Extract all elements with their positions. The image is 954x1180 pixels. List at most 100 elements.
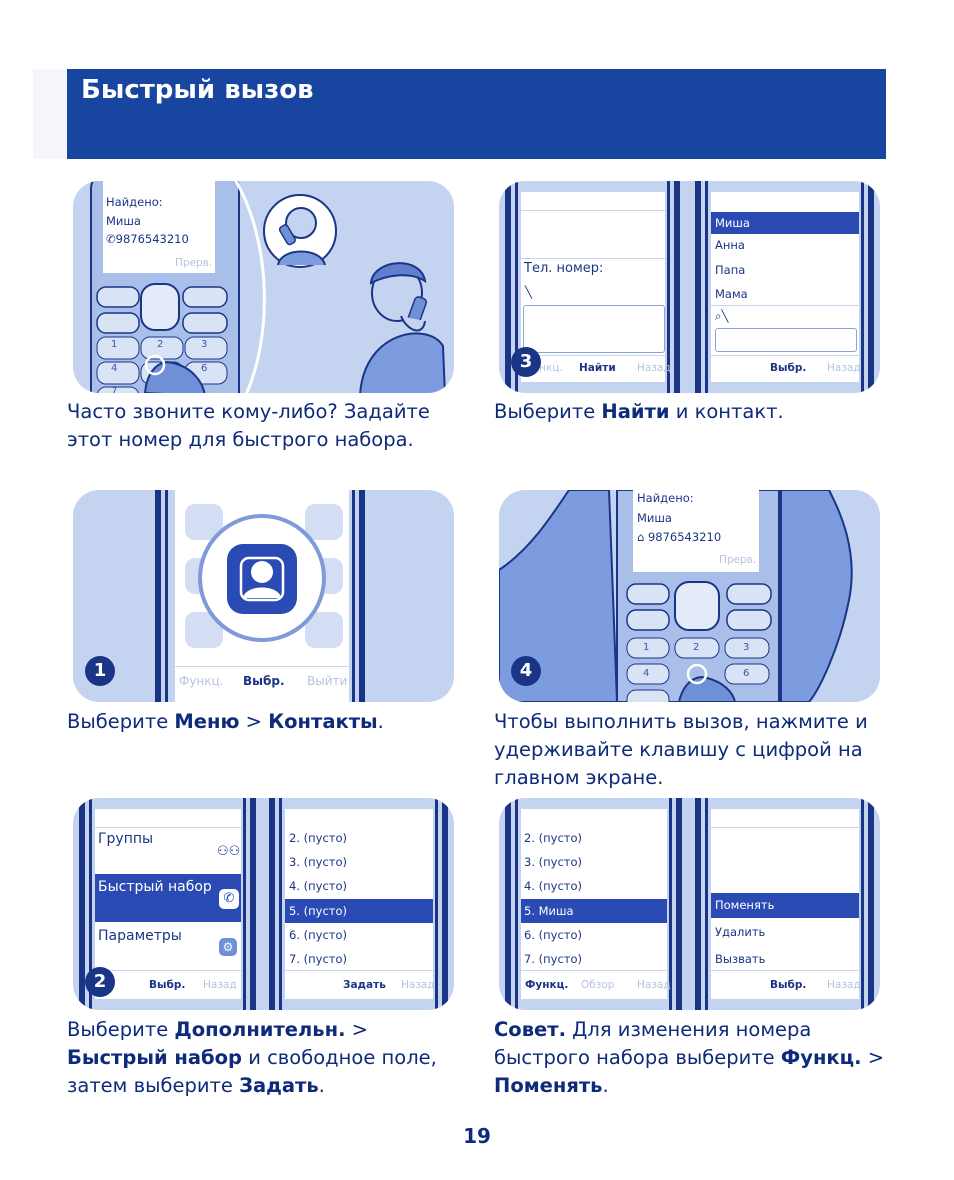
contact-highlight: [711, 212, 859, 234]
key-4: 4: [111, 363, 118, 374]
softkey-select[interactable]: Выбр.: [770, 979, 807, 991]
found-label: Найдено:: [637, 491, 694, 505]
contact-number: ✆9876543210: [106, 232, 189, 246]
slot-item[interactable]: 3. (пусто): [289, 855, 347, 869]
key-2: 2: [157, 339, 164, 350]
phone-screen: [103, 181, 215, 273]
slot-item[interactable]: 3. (пусто): [524, 855, 582, 869]
person-glyph: [239, 556, 285, 602]
key-1: 1: [643, 642, 650, 653]
divider: [521, 258, 665, 259]
intro-illustration: Найдено: Миша ✆9876543210 Прерв. 1 2 3 4…: [73, 181, 454, 393]
slot-item[interactable]: 7. (пусто): [524, 952, 582, 966]
divider: [175, 666, 349, 667]
divider: [521, 210, 665, 211]
option-highlight: [711, 893, 859, 918]
groups-icon: ⚇⚇: [217, 844, 241, 859]
tip-caption: Совет. Для изменения номера быстрого наб…: [494, 1018, 885, 1097]
key-1: 1: [111, 339, 118, 350]
step1-caption: Выберите Меню > Контакты.: [67, 710, 384, 733]
tip-illustration: 2. (пусто) 3. (пусто) 4. (пусто) 5. Миша…: [499, 798, 880, 1010]
key-6: 6: [743, 668, 750, 679]
slot-item[interactable]: 2. (пусто): [289, 831, 347, 845]
step3-illustration: Тел. номер: ╲ нкц. Найти Назад 3 Миша Ан…: [499, 181, 880, 393]
softkey-functions[interactable]: нкц.: [539, 362, 563, 374]
step1-phone-frame: [155, 490, 365, 702]
step3-left-screen: [521, 192, 665, 382]
key-7: 7: [111, 386, 118, 393]
softkey-functions[interactable]: Функц.: [179, 674, 224, 688]
slot-item[interactable]: 6. (пусто): [524, 928, 582, 942]
step3-phone-frames: [505, 181, 874, 393]
step2-caption: Выберите Дополнительн. > Быстрый набор и…: [67, 1018, 437, 1097]
key-3: 3: [743, 642, 750, 653]
softkey-select[interactable]: Выбр.: [770, 362, 807, 374]
phone-icon: ✆: [106, 232, 116, 246]
menu-item-groups[interactable]: Группы: [98, 831, 154, 847]
page-title: Быстрый вызов: [81, 75, 314, 105]
key-6: 6: [201, 363, 208, 374]
key-2: 2: [693, 642, 700, 653]
slot-item[interactable]: 2. (пусто): [524, 831, 582, 845]
divider: [521, 970, 667, 971]
step-badge-3: 3: [511, 347, 541, 377]
key-4: 4: [643, 668, 650, 679]
phone-number-input[interactable]: [523, 305, 665, 353]
banner-shadow: [33, 69, 67, 159]
intro-caption: Часто звоните кому-либо? Задайте этот но…: [67, 400, 430, 451]
menu-item-settings[interactable]: Параметры: [98, 928, 182, 944]
softkey-back[interactable]: Назад: [827, 362, 861, 374]
softkey-functions[interactable]: Функц.: [525, 979, 569, 991]
menu-item-speed-dial[interactable]: Быстрый набор: [98, 879, 212, 895]
contact-item[interactable]: Мама: [715, 287, 748, 301]
softkey-stop: Прерв.: [175, 257, 213, 269]
slot-highlight: [285, 899, 433, 923]
pen-icon: ╲: [525, 285, 532, 299]
speed-dial-icon: ✆: [219, 889, 239, 909]
step4-caption: Чтобы выполнить вызов, нажмите и удержив…: [494, 710, 868, 789]
found-label: Найдено:: [106, 195, 163, 209]
divider: [521, 355, 665, 356]
step3-caption: Выберите Найти и контакт.: [494, 400, 784, 423]
slot-highlight: [521, 899, 667, 923]
softkey-select[interactable]: Выбр.: [243, 674, 285, 688]
slot-item[interactable]: 5. (пусто): [289, 904, 347, 918]
contact-item[interactable]: Папа: [715, 263, 746, 277]
slot-item[interactable]: 4. (пусто): [289, 879, 347, 893]
softkey-back[interactable]: Назад: [203, 979, 237, 991]
divider: [95, 827, 241, 828]
tip-phone-frames: [505, 798, 874, 1010]
softkey-set[interactable]: Задать: [343, 979, 386, 991]
softkey-find[interactable]: Найти: [579, 362, 616, 374]
option-delete[interactable]: Удалить: [715, 925, 766, 939]
contacts-icon[interactable]: [227, 544, 297, 614]
option-change[interactable]: Поменять: [715, 898, 775, 912]
step4-illustration: Найдено: Миша ⌂ 9876543210 Прерв. 1 2 3 …: [499, 490, 880, 702]
divider: [711, 305, 859, 306]
phone-number-label: Тел. номер:: [524, 261, 604, 276]
option-call[interactable]: Вызвать: [715, 952, 766, 966]
softkey-select[interactable]: Выбр.: [149, 979, 186, 991]
contact-item[interactable]: Миша: [715, 216, 750, 230]
slot-item[interactable]: 7. (пусто): [289, 952, 347, 966]
menu-highlight: [95, 874, 241, 922]
divider: [95, 970, 241, 971]
contact-name: Миша: [637, 511, 672, 525]
step-badge-2: 2: [85, 967, 115, 997]
divider: [711, 827, 859, 828]
slot-item[interactable]: 5. Миша: [524, 904, 574, 918]
softkey-exit[interactable]: Выйти: [307, 674, 348, 688]
step2-illustration: Группы ⚇⚇ Быстрый набор ✆ Параметры ⚙ Вы…: [73, 798, 454, 1010]
step-badge-4: 4: [511, 656, 541, 686]
slot-item[interactable]: 4. (пусто): [524, 879, 582, 893]
softkey-back[interactable]: Назад: [637, 979, 671, 991]
search-icon: ⌕╲: [715, 309, 729, 323]
contact-search-input[interactable]: [715, 328, 857, 352]
slot-item[interactable]: 6. (пусто): [289, 928, 347, 942]
softkey-back[interactable]: Назад: [637, 362, 671, 374]
step2-phone-frames: [79, 798, 448, 1010]
softkey-back[interactable]: Назад: [827, 979, 861, 991]
softkey-back[interactable]: Назад: [401, 979, 435, 991]
softkey-browse[interactable]: Обзор: [581, 979, 615, 991]
contact-item[interactable]: Анна: [715, 238, 745, 252]
